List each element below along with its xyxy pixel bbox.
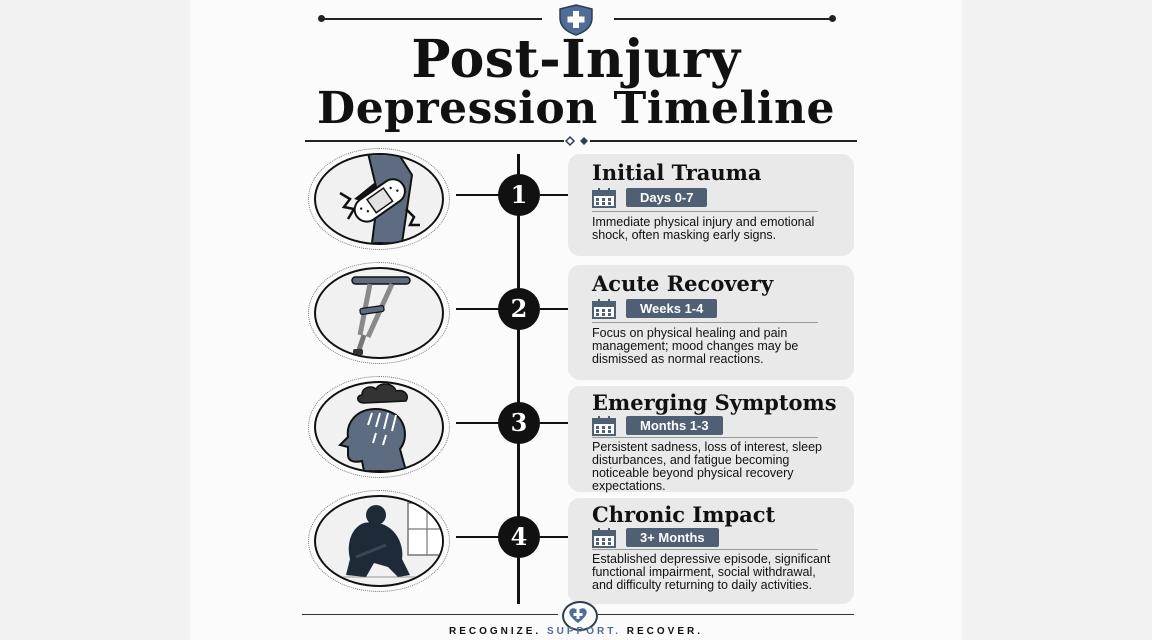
stage-1-period-badge: Days 0-7 — [626, 188, 708, 207]
stage-3-number: 3 — [498, 402, 540, 444]
stage-4-card: Chronic Impact 3+ Months Established dep… — [568, 498, 854, 604]
stage-3-period-badge: Months 1-3 — [626, 416, 723, 435]
head-rain-cloud-icon — [338, 383, 408, 471]
stage-4-description: Established depressive episode, signific… — [592, 552, 831, 592]
stage-1-number: 1 — [498, 174, 540, 216]
stage-1-card-connector — [540, 194, 568, 196]
stage-2-period-badge: Weeks 1-4 — [626, 299, 718, 318]
stage-4-number: 4 — [498, 516, 540, 558]
page-title-line-1: Post-Injury — [411, 29, 741, 90]
stage-2-number: 2 — [498, 288, 540, 330]
timeline-spine — [517, 154, 520, 604]
tagline-support: SUPPORT. — [546, 626, 621, 637]
stage-3-title: Emerging Symptoms — [592, 390, 837, 415]
header-line-right — [614, 15, 836, 22]
calendar-icon — [592, 528, 616, 548]
footer-heart-cross-icon — [562, 601, 598, 631]
stage-1-illustration — [308, 148, 456, 250]
infographic-poster: Post-Injury Depression Timeline — [190, 0, 962, 640]
stage-4-card-connector — [540, 536, 568, 538]
footer-line-left — [302, 614, 558, 615]
stage-1-title: Initial Trauma — [592, 160, 762, 185]
footer-line-right — [598, 614, 854, 615]
stage-1-card: Initial Trauma Days 0-7 Immediate physic… — [568, 154, 854, 256]
stage-2-title: Acute Recovery — [592, 271, 774, 296]
crutch-icon — [351, 276, 411, 355]
calendar-icon — [592, 188, 616, 208]
stage-4-illustration — [308, 490, 456, 592]
tagline-recognize: RECOGNIZE. — [448, 626, 542, 637]
medical-shield-icon — [559, 4, 593, 36]
stage-1-connector — [456, 194, 506, 196]
stage-2-card: Acute Recovery Weeks 1-4 Focus on physic… — [568, 265, 854, 380]
stage-2-card-connector — [540, 308, 568, 310]
stage-4-title: Chronic Impact — [592, 502, 776, 527]
stage-1-description: Immediate physical injury and emotional … — [592, 215, 815, 242]
stage-3-card-connector — [540, 422, 568, 424]
calendar-icon — [592, 299, 616, 319]
tagline-recover: RECOVER. — [626, 626, 704, 637]
diamond-ornament-icon — [564, 133, 590, 149]
stage-3-description: Persistent sadness, loss of interest, sl… — [592, 440, 822, 493]
stage-2-connector — [456, 308, 506, 310]
sitting-figure-icon — [316, 502, 442, 578]
page-title-line-2: Depression Timeline — [317, 83, 835, 134]
calendar-icon — [592, 416, 616, 436]
stage-3-connector — [456, 422, 506, 424]
stage-4-connector — [456, 536, 506, 538]
footer-tagline: RECOGNIZE. SUPPORT. RECOVER. — [190, 626, 962, 637]
stage-3-illustration — [308, 376, 456, 478]
header-line-left — [318, 15, 542, 22]
stage-2-description: Focus on physical healing and pain manag… — [592, 326, 799, 366]
stage-3-card: Emerging Symptoms Months 1-3 Persistent … — [568, 386, 854, 493]
stage-2-illustration — [308, 262, 456, 364]
bandaged-leg-icon — [339, 155, 420, 243]
stage-4-period-badge: 3+ Months — [626, 528, 719, 547]
